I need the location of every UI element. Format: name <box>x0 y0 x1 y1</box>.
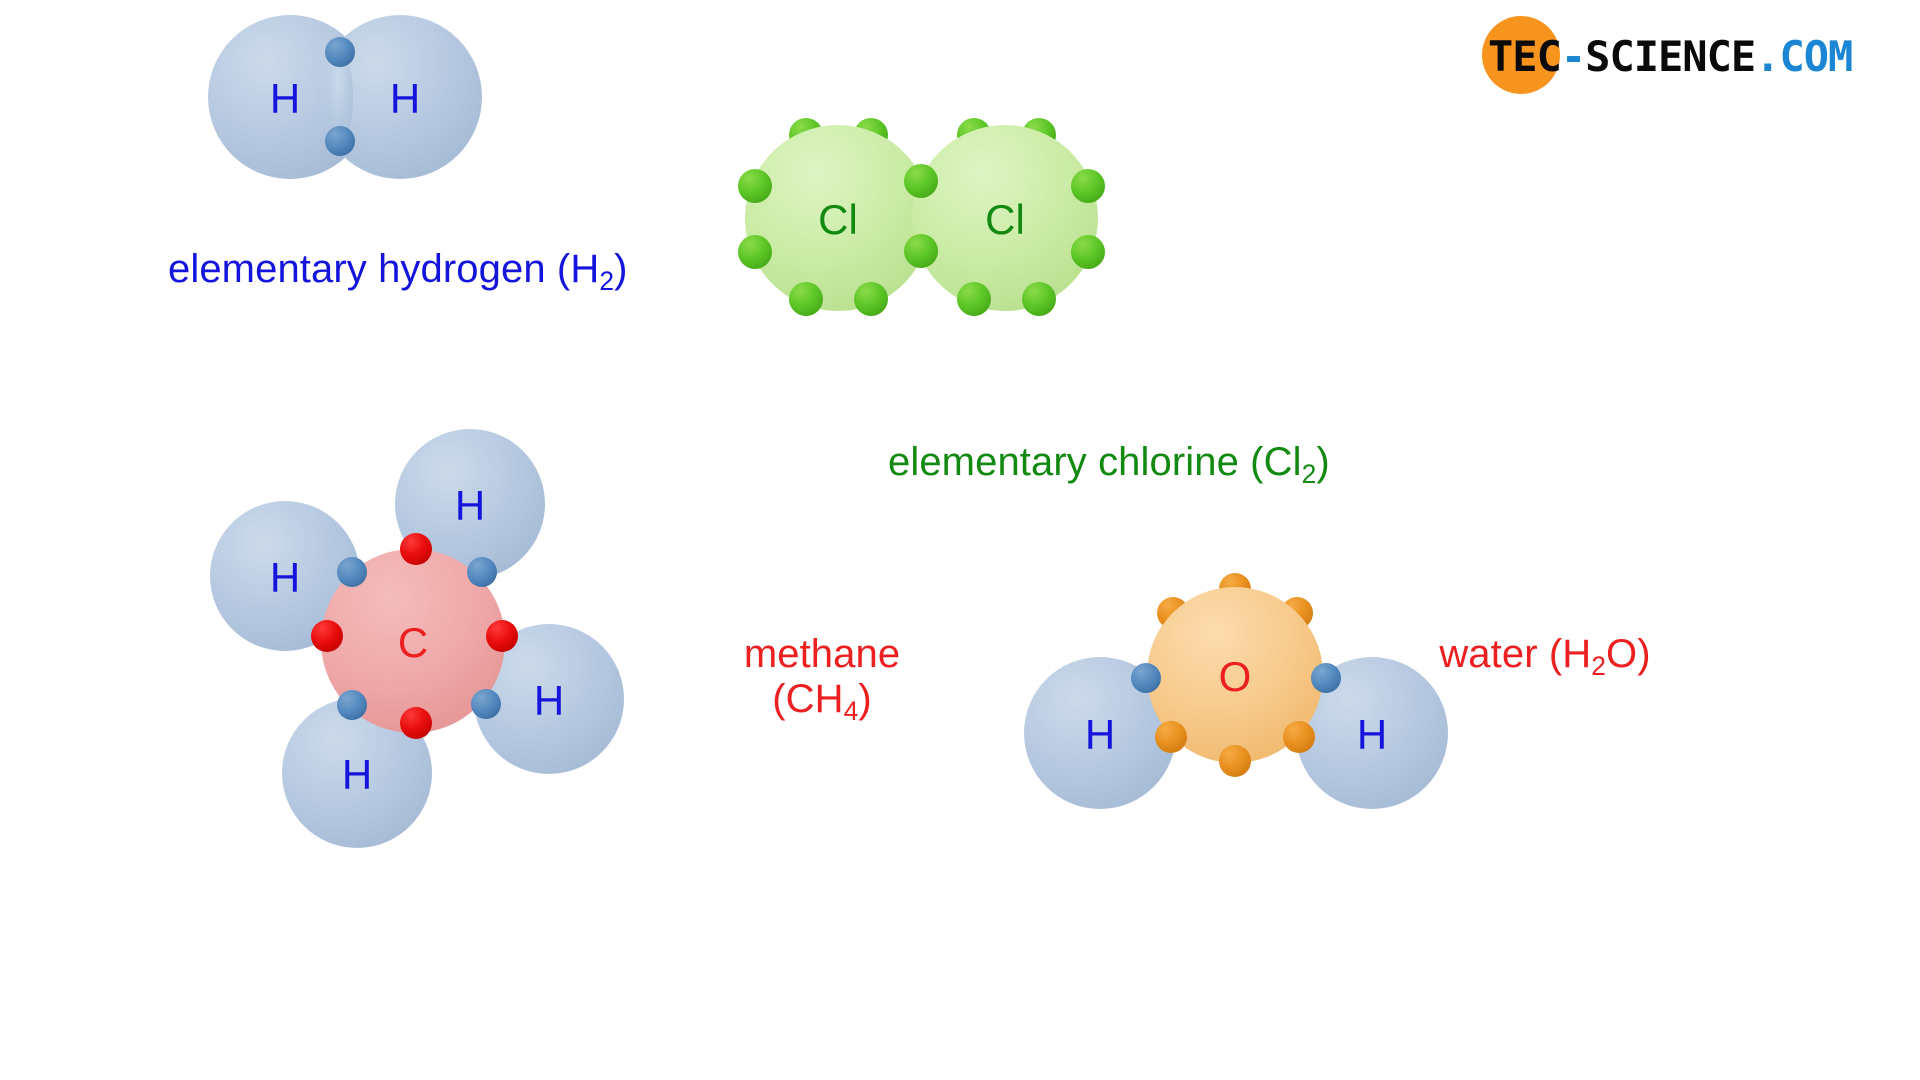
atom-label-cl: Cl <box>985 196 1025 243</box>
electron-dot-h <box>1311 663 1341 693</box>
electron-dot-c <box>311 620 343 652</box>
label-methane-line1: methane <box>743 632 901 676</box>
logo-text-tec: TEC <box>1488 32 1562 81</box>
atom-label-h: H <box>455 482 485 529</box>
label-chlorine-tail: ) <box>1316 440 1330 484</box>
logo-text-science: SCIENC <box>1585 32 1732 81</box>
electron-dot-cl <box>1071 235 1105 269</box>
label-methane-sub: 4 <box>843 695 859 726</box>
electron-dot-cl <box>789 282 823 316</box>
atom-label-h: H <box>270 75 300 122</box>
electron-dot-shared-cl <box>904 234 938 268</box>
label-water-sub: 2 <box>1591 650 1607 681</box>
label-water-tail: O) <box>1606 632 1651 676</box>
atom-sphere-o <box>1147 587 1323 763</box>
electron-dot-h <box>337 690 367 720</box>
label-methane-line2: (CH4) <box>712 677 932 726</box>
molecule-chlorine: Cl Cl <box>738 118 1105 316</box>
electron-dot-c <box>400 707 432 739</box>
electron-dot-o <box>1155 721 1187 753</box>
label-methane: methane (CH4) <box>712 632 932 726</box>
atom-sphere-h <box>395 429 545 579</box>
atom-sphere-h <box>1296 657 1448 809</box>
label-hydrogen-sub: 2 <box>599 265 615 296</box>
site-logo[interactable]: TEC-SCIENCE.COM <box>1482 16 1902 94</box>
atom-label-h: H <box>342 751 372 798</box>
atom-sphere-h <box>282 698 432 848</box>
logo-circle-icon <box>1482 16 1560 94</box>
atom-sphere-h <box>318 15 482 179</box>
electron-dot-cl <box>854 282 888 316</box>
electron-dot-shared <box>325 37 355 67</box>
atom-sphere-cl <box>745 125 931 311</box>
electron-dot-cl <box>738 235 772 269</box>
label-hydrogen: elementary hydrogen (H2) <box>168 247 628 296</box>
label-chlorine-sub: 2 <box>1301 458 1317 489</box>
atom-sphere-h <box>474 624 624 774</box>
electron-dot-h <box>1131 663 1161 693</box>
atom-label-h: H <box>534 677 564 724</box>
electron-dot-shared <box>325 126 355 156</box>
electron-dot-cl <box>957 282 991 316</box>
logo-text-dash: - <box>1560 32 1586 81</box>
molecule-hydrogen: H H <box>208 15 482 179</box>
electron-dot-c <box>400 533 432 565</box>
electron-dot-h <box>337 557 367 587</box>
electron-dot-cl <box>1071 169 1105 203</box>
label-chlorine-text: elementary chlorine (Cl <box>888 440 1302 484</box>
atom-sphere-cl <box>912 125 1098 311</box>
electron-dot-o <box>1283 721 1315 753</box>
atom-label-h: H <box>1085 711 1115 758</box>
logo-wordmark: TEC-SCIENCE.COM <box>1488 32 1853 81</box>
electron-dot-cl <box>1022 282 1056 316</box>
label-methane-formula: (CH <box>772 676 844 721</box>
electron-dot-h <box>471 689 501 719</box>
label-hydrogen-tail: ) <box>614 247 628 291</box>
logo-text-e: E <box>1730 32 1756 81</box>
electron-dot-cl <box>738 169 772 203</box>
atom-sphere-h <box>1024 657 1176 809</box>
atom-label-cl: Cl <box>818 196 858 243</box>
label-water: water (H2O) <box>1385 632 1705 681</box>
molecule-water: H H O <box>1024 573 1448 809</box>
atom-label-h: H <box>1357 711 1387 758</box>
label-methane-tail: ) <box>858 676 872 721</box>
atom-label-c: C <box>398 619 428 666</box>
electron-dot-o <box>1219 745 1251 777</box>
electron-dot-c <box>486 620 518 652</box>
label-water-text: water (H <box>1439 632 1592 676</box>
atom-sphere-h <box>210 501 360 651</box>
molecule-methane: H H H H C <box>210 429 624 848</box>
label-hydrogen-text: elementary hydrogen (H <box>168 247 600 291</box>
atom-sphere-c <box>321 549 505 733</box>
label-chlorine: elementary chlorine (Cl2) <box>888 440 1330 489</box>
atom-label-o: O <box>1219 653 1252 700</box>
atom-label-h: H <box>390 75 420 122</box>
logo-text-com: .COM <box>1755 32 1853 81</box>
bond-lobe <box>327 52 353 142</box>
electron-dot-h <box>467 557 497 587</box>
atom-label-h: H <box>270 554 300 601</box>
electron-dot-shared-cl <box>904 164 938 198</box>
